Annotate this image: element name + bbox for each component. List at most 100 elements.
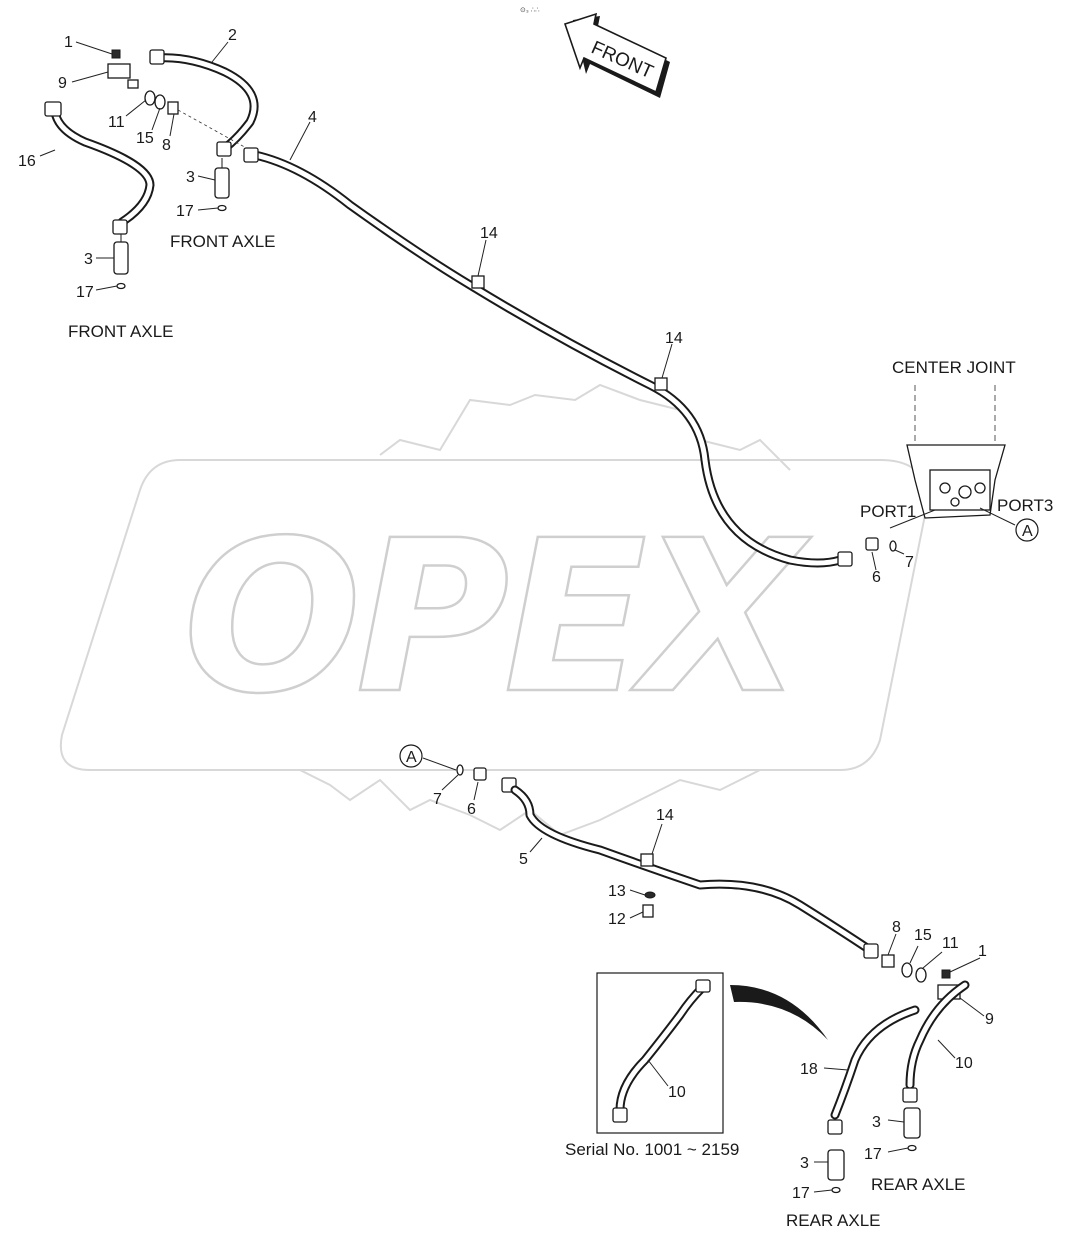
callout-16: 16	[18, 153, 36, 170]
rear-axle-label-1: REAR AXLE	[871, 1175, 966, 1194]
watermark-gear-outline	[299, 383, 791, 837]
hose-5-fitting-rear	[863, 943, 879, 959]
callout-14-b: 14	[665, 330, 683, 347]
callout-18: 18	[800, 1061, 818, 1078]
callout-7-top: 7	[905, 554, 914, 571]
callout-10-right: 10	[955, 1055, 973, 1072]
hose-4-fitting-front	[243, 147, 259, 163]
connector-3-a	[214, 167, 230, 199]
inset-fitting-bottom	[612, 1107, 628, 1123]
callout-7-bottom: 7	[433, 791, 442, 808]
hose-16-fitting-top	[44, 101, 62, 117]
callout-3-rear-b: 3	[872, 1114, 881, 1131]
reference-a-top: A	[1022, 523, 1033, 540]
center-joint-label: CENTER JOINT	[892, 358, 1016, 377]
callout-15-top: 15	[136, 130, 154, 147]
nut-8	[167, 101, 179, 115]
washer-11	[144, 90, 156, 106]
hose-5	[510, 785, 875, 955]
leader-lines	[39, 41, 1016, 1193]
bolt-1	[111, 49, 121, 59]
callout-9-top: 9	[58, 75, 67, 92]
oring-17-a	[217, 204, 227, 212]
callout-1-top: 1	[64, 34, 73, 51]
front-arrow: FRONT	[563, 12, 670, 98]
callout-13: 13	[608, 883, 626, 900]
front-arrow-shape	[563, 12, 667, 94]
callout-15-bottom: 15	[914, 927, 932, 944]
nut-8-rear	[881, 954, 895, 968]
oring-17-rear-a	[831, 1186, 841, 1194]
oring-7-top	[889, 540, 897, 552]
clamp-14-b	[654, 377, 668, 391]
bolt-12	[642, 904, 654, 918]
serial-note-label: Serial No. 1001 ~ 2159	[565, 1140, 739, 1159]
bolt-1-rear	[941, 969, 951, 979]
clamp-14-a	[471, 275, 485, 289]
inset-pointer-arrow	[730, 985, 828, 1040]
callout-4: 4	[308, 109, 317, 126]
callout-17-front-a: 17	[176, 203, 194, 220]
port1-label: PORT1	[860, 502, 916, 521]
front-axle-label-2: FRONT AXLE	[68, 322, 174, 341]
connector-3-b	[113, 241, 129, 275]
center-joint	[906, 385, 1006, 519]
callout-17-rear-a: 17	[792, 1185, 810, 1202]
connector-3-rear-b	[903, 1107, 921, 1139]
front-axle-assembly	[44, 49, 259, 290]
tee-block-9	[107, 63, 131, 79]
adapter-6-bottom	[473, 767, 487, 781]
hose-18-fitting	[827, 1119, 843, 1135]
callout-10-inset: 10	[668, 1084, 686, 1101]
hose-16-fitting-bottom	[112, 219, 128, 235]
hose-2-fitting-top	[149, 49, 165, 65]
callout-8-bottom: 8	[892, 919, 901, 936]
callout-3-rear-a: 3	[800, 1155, 809, 1172]
hose-4-fitting-rear	[837, 551, 853, 567]
oring-17-rear-b	[907, 1144, 917, 1152]
reference-a-bottom: A	[406, 749, 417, 766]
reference-a-top-circle	[1015, 518, 1039, 542]
callout-1-bottom: 1	[978, 943, 987, 960]
rear-axle-label-2: REAR AXLE	[786, 1211, 881, 1230]
washer-13	[644, 891, 656, 899]
serial-inset	[596, 972, 828, 1134]
hose-2-fitting-bottom	[216, 141, 232, 157]
callout-6-bottom: 6	[467, 801, 476, 818]
callout-14-c: 14	[656, 807, 674, 824]
callout-3-front-a: 3	[186, 169, 195, 186]
washer-15	[154, 94, 166, 110]
opex-watermark: OPEX	[59, 383, 928, 837]
connector-3-rear-a	[827, 1149, 845, 1181]
adapter-6-top	[865, 537, 879, 551]
callout-8-top: 8	[162, 137, 171, 154]
washer-11-rear	[915, 967, 927, 983]
rear-axle-assembly	[827, 954, 970, 1194]
hose-10-fitting	[902, 1087, 918, 1103]
tee-nipple	[127, 79, 139, 89]
callout-11-top: 11	[108, 114, 125, 131]
callout-3-front-b: 3	[84, 251, 93, 268]
clamp-14-c	[640, 853, 654, 867]
callout-14-a: 14	[480, 225, 498, 242]
inset-fitting-top	[695, 979, 711, 993]
hose-5-assembly	[456, 764, 879, 959]
port3-label: PORT3	[997, 496, 1053, 515]
callout-12: 12	[608, 911, 626, 928]
callout-17-rear-b: 17	[864, 1146, 882, 1163]
callout-2: 2	[228, 27, 237, 44]
callout-6-top: 6	[872, 569, 881, 586]
oring-7-bottom	[456, 764, 464, 776]
callout-5: 5	[519, 851, 528, 868]
callout-17-front-b: 17	[76, 284, 94, 301]
text-labels: FRONT AXLE FRONT AXLE CENTER JOINT PORT1…	[68, 232, 1053, 1230]
callout-numbers: 1 2 9 11 15 8 16 3 17 3 17 4 14 14 6 7 7…	[18, 27, 1039, 1202]
top-mark: ⊙₃ ∴∴	[520, 7, 540, 14]
callout-11-bottom: 11	[942, 935, 959, 952]
hose-4-assembly	[243, 147, 897, 568]
oring-17-b	[116, 282, 126, 290]
callout-9-bottom: 9	[985, 1011, 994, 1028]
washer-15-rear	[901, 962, 913, 978]
watermark-text: OPEX	[183, 495, 812, 740]
